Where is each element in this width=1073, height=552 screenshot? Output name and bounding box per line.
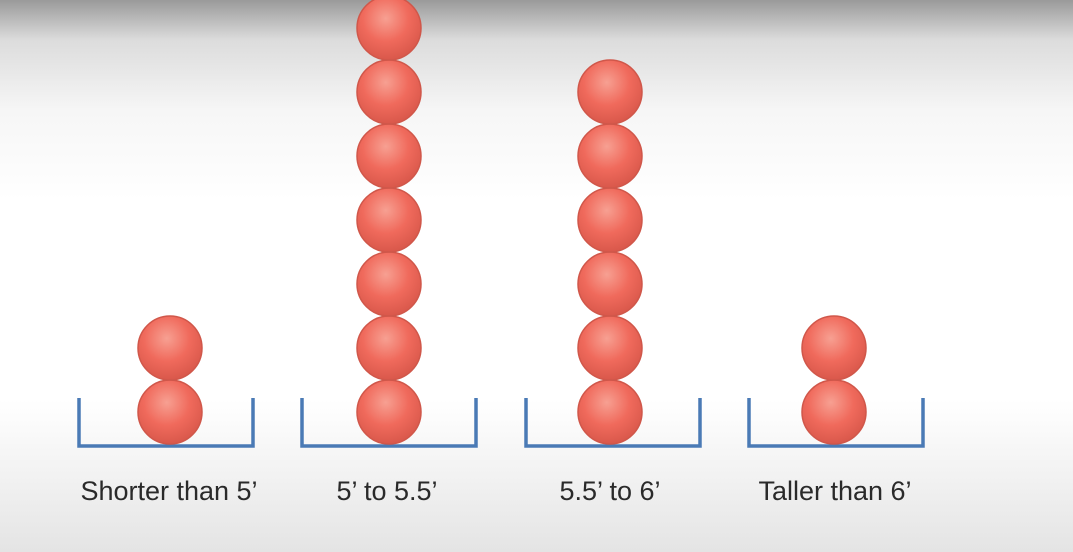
ball-5-5-to-6-4 <box>577 187 643 253</box>
bin-shorter-than-5 <box>77 398 255 448</box>
bin-5-5-to-6 <box>524 398 702 448</box>
ball-shorter-than-5-1 <box>137 379 203 445</box>
ball-5-5-to-6-2 <box>577 315 643 381</box>
bins <box>77 398 925 448</box>
category-label-shorter-than-5: Shorter than 5’ <box>80 476 258 506</box>
ball-5-to-5-5-6 <box>356 59 422 125</box>
bin-taller-than-6 <box>747 398 925 448</box>
category-label-5-5-to-6: 5.5’ to 6’ <box>559 476 661 506</box>
category-label-taller-than-6: Taller than 6’ <box>758 476 912 506</box>
ball-5-to-5-5-2 <box>356 315 422 381</box>
ball-5-5-to-6-6 <box>577 59 643 125</box>
ball-shorter-than-5-2 <box>137 315 203 381</box>
ball-5-to-5-5-3 <box>356 251 422 317</box>
ball-5-to-5-5-1 <box>356 379 422 445</box>
balls <box>137 0 867 445</box>
ball-5-to-5-5-4 <box>356 187 422 253</box>
ball-5-5-to-6-1 <box>577 379 643 445</box>
ball-5-5-to-6-5 <box>577 123 643 189</box>
bin-5-to-5-5 <box>300 398 478 448</box>
category-label-5-to-5-5: 5’ to 5.5’ <box>336 476 438 506</box>
ball-taller-than-6-1 <box>801 379 867 445</box>
ball-5-5-to-6-3 <box>577 251 643 317</box>
ball-5-to-5-5-7 <box>356 0 422 61</box>
ball-taller-than-6-2 <box>801 315 867 381</box>
ball-5-to-5-5-5 <box>356 123 422 189</box>
